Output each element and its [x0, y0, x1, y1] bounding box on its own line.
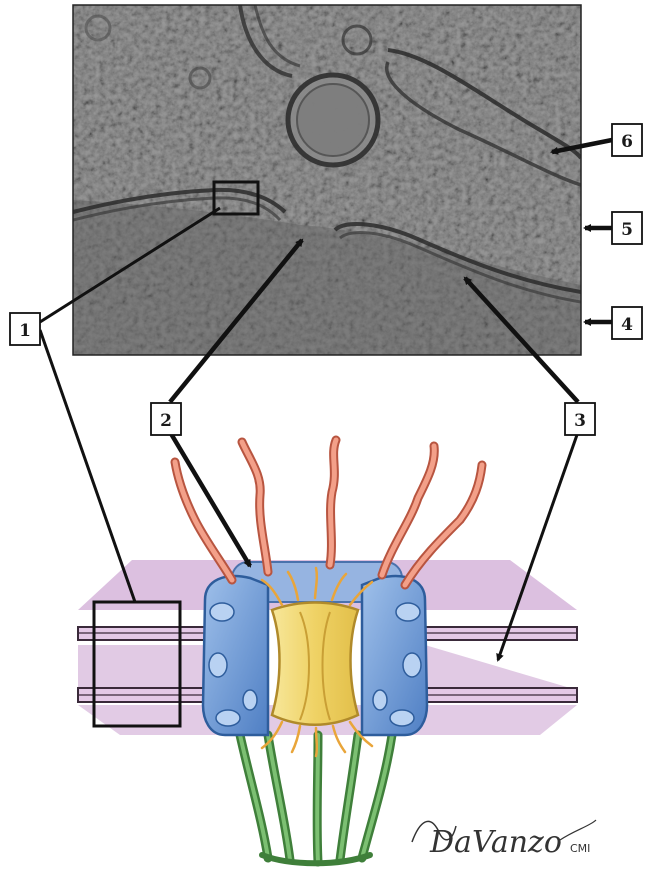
- signature-credential: CMI: [570, 842, 590, 855]
- signature-name: DaVanzo: [429, 825, 562, 860]
- callout-2: 2: [151, 403, 181, 435]
- callout-2-label: 2: [160, 411, 172, 431]
- callout-3: 3: [565, 403, 595, 435]
- callout-4-label: 4: [621, 315, 633, 335]
- electron-micrograph: [73, 5, 581, 355]
- callout-5: 5: [612, 212, 642, 244]
- callout-5-label: 5: [621, 220, 633, 240]
- callout-3-label: 3: [574, 411, 586, 431]
- callout-6-label: 6: [621, 132, 633, 152]
- callout-4: 4: [612, 307, 642, 339]
- callout-1-label: 1: [19, 321, 31, 341]
- callout-6: 6: [612, 124, 642, 156]
- callout-1: 1: [10, 313, 40, 345]
- artist-signature: DaVanzo CMI: [412, 820, 596, 860]
